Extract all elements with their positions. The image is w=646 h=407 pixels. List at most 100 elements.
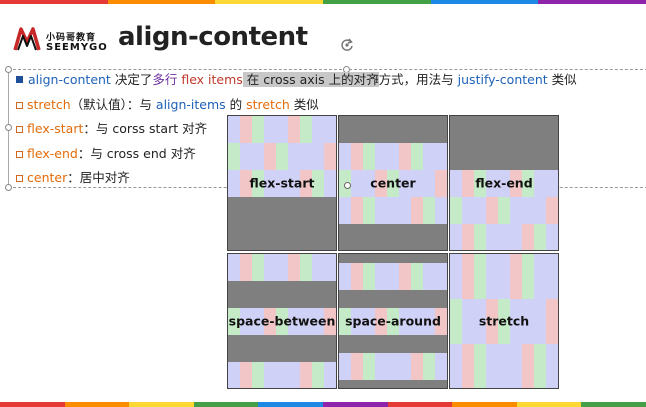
hollow-square-bullet-icon bbox=[16, 150, 23, 158]
strip-segment bbox=[0, 402, 65, 407]
flex-item bbox=[399, 170, 411, 197]
flex-item bbox=[375, 197, 387, 224]
seemygo-logo: 小码哥教育 SEEMYGO bbox=[12, 22, 107, 58]
panel-label: space-around bbox=[345, 313, 441, 329]
bullet-list: align-content 决定了多行 flex items 在 cross a… bbox=[16, 70, 577, 193]
flex-item bbox=[300, 362, 312, 388]
flex-item bbox=[264, 143, 276, 170]
flex-item bbox=[264, 170, 276, 197]
rotate-handle-icon[interactable] bbox=[340, 38, 354, 52]
top-color-strip bbox=[0, 0, 646, 4]
flex-item bbox=[288, 362, 300, 388]
flex-item bbox=[276, 143, 288, 170]
flex-item bbox=[324, 116, 336, 143]
bullet-center: center：居中对齐 bbox=[16, 168, 577, 193]
flex-item bbox=[522, 299, 534, 344]
term-stretch-2: stretch bbox=[246, 96, 290, 112]
flex-item bbox=[534, 170, 546, 197]
flex-item bbox=[546, 197, 558, 224]
flex-item bbox=[240, 254, 252, 281]
flex-item bbox=[300, 308, 312, 335]
flex-item bbox=[264, 116, 276, 143]
flex-item bbox=[474, 197, 486, 224]
panel-label: flex-start bbox=[249, 175, 315, 191]
panel-flex-end: flex-end bbox=[449, 115, 559, 251]
panel-space-around: space-around bbox=[338, 253, 448, 389]
flex-item bbox=[363, 353, 375, 380]
flex-item bbox=[546, 224, 558, 250]
flex-item bbox=[510, 344, 522, 388]
flex-item bbox=[474, 254, 486, 299]
hollow-square-bullet-icon bbox=[16, 101, 23, 109]
strip-segment bbox=[193, 402, 259, 407]
flex-item bbox=[228, 254, 240, 281]
resize-handle-top-left[interactable] bbox=[5, 66, 12, 73]
flex-line bbox=[450, 254, 558, 299]
flex-line bbox=[228, 170, 336, 197]
flex-item bbox=[312, 116, 324, 143]
slide-title[interactable]: align-content bbox=[118, 22, 308, 52]
flex-item bbox=[363, 308, 375, 335]
flex-item bbox=[264, 308, 276, 335]
flex-line bbox=[450, 344, 558, 388]
flex-item bbox=[462, 344, 474, 388]
flex-item bbox=[462, 254, 474, 299]
flex-item bbox=[276, 170, 288, 197]
hollow-square-bullet-icon bbox=[16, 175, 23, 182]
flex-item bbox=[240, 362, 252, 388]
flex-item bbox=[486, 197, 498, 224]
strip-segment bbox=[538, 0, 646, 4]
flex-item bbox=[411, 308, 423, 335]
flex-item bbox=[240, 308, 252, 335]
flex-item bbox=[510, 224, 522, 250]
flex-item bbox=[351, 143, 363, 170]
flex-item bbox=[423, 308, 435, 335]
flex-item bbox=[498, 197, 510, 224]
flex-item bbox=[252, 308, 264, 335]
flex-item bbox=[300, 116, 312, 143]
flex-line bbox=[450, 224, 558, 250]
flex-item bbox=[387, 143, 399, 170]
flex-item bbox=[387, 353, 399, 380]
flex-item bbox=[351, 263, 363, 290]
bullet-align-content: align-content 决定了多行 flex items 在 cross a… bbox=[16, 70, 577, 95]
strip-segment bbox=[581, 402, 646, 407]
resize-handle-bottom-left[interactable] bbox=[5, 184, 12, 191]
strip-segment bbox=[323, 0, 431, 4]
term-justify-content: justify-content bbox=[457, 72, 548, 87]
flex-item bbox=[312, 170, 324, 197]
flex-item bbox=[450, 224, 462, 250]
connector-handle[interactable] bbox=[344, 182, 351, 189]
flex-item bbox=[300, 143, 312, 170]
flex-item bbox=[411, 143, 423, 170]
flex-item bbox=[228, 143, 240, 170]
resize-handle-middle-left[interactable] bbox=[5, 124, 12, 131]
flex-item bbox=[534, 224, 546, 250]
flex-item bbox=[339, 353, 351, 380]
flex-item bbox=[339, 263, 351, 290]
flex-line bbox=[339, 170, 447, 197]
bullet-stretch: stretch（默认值）：与 align-items 的 stretch 类似 bbox=[16, 95, 577, 120]
flex-item bbox=[363, 197, 375, 224]
flex-item bbox=[399, 143, 411, 170]
flex-item bbox=[474, 224, 486, 250]
flex-item bbox=[462, 299, 474, 344]
flex-item bbox=[351, 197, 363, 224]
flex-item bbox=[435, 197, 447, 224]
flex-item bbox=[375, 353, 387, 380]
flex-item bbox=[324, 308, 336, 335]
flex-item bbox=[510, 254, 522, 299]
strip-segment bbox=[322, 402, 388, 407]
square-bullet-icon bbox=[16, 76, 23, 83]
term-flex-items: flex items bbox=[177, 72, 243, 87]
flex-item bbox=[546, 254, 558, 299]
flex-item bbox=[411, 170, 423, 197]
flex-line bbox=[228, 308, 336, 335]
bullet-flex-end: flex-end：与 cross end 对齐 bbox=[16, 144, 577, 169]
flex-item bbox=[486, 224, 498, 250]
flex-item bbox=[288, 308, 300, 335]
strip-segment bbox=[387, 402, 453, 407]
panel-space-between: space-between bbox=[227, 253, 337, 389]
flex-item bbox=[312, 143, 324, 170]
flex-item bbox=[339, 308, 351, 335]
